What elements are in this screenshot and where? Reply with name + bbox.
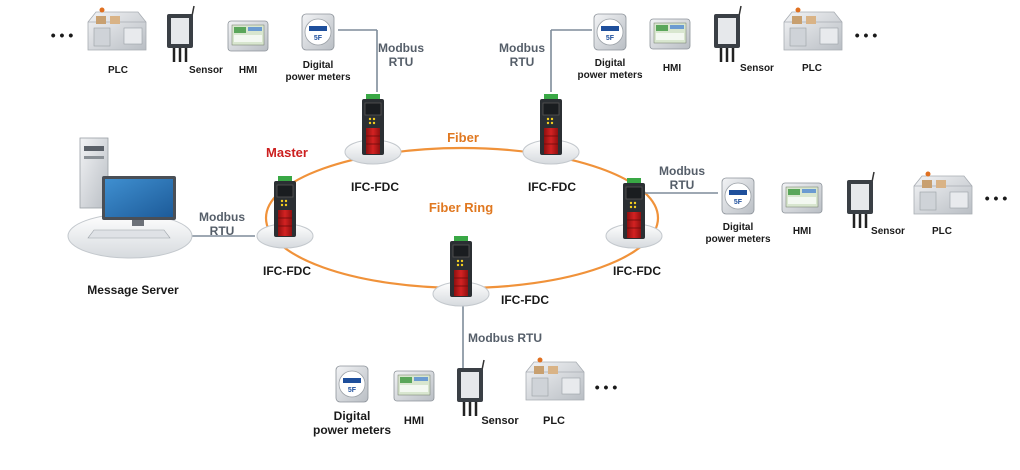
- meter-label: Digital: [334, 409, 371, 423]
- plc-label: PLC: [108, 65, 128, 76]
- ifc-device-icon: [361, 93, 385, 156]
- device-group-right: 5F Digital power meters HMI Sensor PLC •…: [705, 170, 1008, 245]
- power-meter-icon: [335, 365, 369, 403]
- fiber-ring-label: Fiber Ring: [429, 200, 493, 215]
- node-label: IFC-FDC: [501, 293, 549, 307]
- meter-display: 5F: [314, 35, 323, 42]
- server-label: Message Server: [87, 283, 179, 297]
- node-label: IFC-FDC: [263, 264, 311, 278]
- node-master: IFC-FDC: [256, 175, 314, 278]
- link-label-top-left: Modbus: [378, 41, 424, 55]
- meter-label: Digital: [303, 60, 334, 71]
- plc-label: PLC: [932, 226, 952, 237]
- link-label-top-right-2: RTU: [510, 55, 535, 69]
- fiber-label: Fiber: [447, 130, 479, 145]
- ellipsis: • • •: [51, 27, 74, 43]
- ifc-device-icon: [449, 235, 473, 298]
- link-label-top-left-2: RTU: [389, 55, 414, 69]
- node-right: IFC-FDC: [605, 177, 663, 278]
- node-top-right: IFC-FDC: [522, 93, 580, 194]
- plc-label: PLC: [543, 415, 565, 427]
- power-meter-icon: [301, 13, 335, 51]
- plc-icon: [87, 7, 147, 51]
- sensor-icon: [455, 358, 486, 418]
- ellipsis: • • •: [985, 190, 1008, 206]
- ellipsis: • • •: [595, 379, 618, 395]
- link-label-right-2: RTU: [670, 178, 695, 192]
- ifc-device-icon: [539, 93, 563, 156]
- hmi-label: HMI: [793, 226, 812, 237]
- computer-icon: [67, 137, 193, 259]
- hmi-icon: [393, 370, 435, 402]
- plc-icon: [913, 171, 973, 215]
- power-meter-icon: [721, 177, 755, 215]
- hmi-label: HMI: [239, 65, 258, 76]
- meter-label: Digital: [595, 58, 626, 69]
- meter-label-2: power meters: [705, 234, 770, 245]
- power-meter-icon: [593, 13, 627, 51]
- sensor-label: Sensor: [481, 415, 519, 427]
- plc-label: PLC: [802, 63, 822, 74]
- meter-label: Digital: [723, 222, 754, 233]
- meter-display: 5F: [606, 35, 615, 42]
- meter-label-2: power meters: [285, 72, 350, 83]
- hmi-icon: [227, 20, 269, 52]
- sensor-icon: [845, 170, 876, 230]
- meter-label-2: power meters: [577, 70, 642, 81]
- link-label-server-2: RTU: [210, 224, 235, 238]
- link-label-bottom: Modbus RTU: [468, 331, 542, 345]
- sensor-label: Sensor: [189, 65, 223, 76]
- ifc-device-icon: [622, 177, 646, 240]
- sensor-label: Sensor: [871, 226, 905, 237]
- node-label: IFC-FDC: [528, 180, 576, 194]
- sensor-icon: [712, 4, 743, 64]
- plc-icon: [525, 357, 585, 401]
- master-label: Master: [266, 145, 308, 160]
- meter-label-2: power meters: [313, 423, 391, 437]
- node-bottom: IFC-FDC: [432, 235, 549, 307]
- modbus-links: [185, 29, 718, 378]
- hmi-icon: [649, 18, 691, 50]
- hmi-label: HMI: [404, 415, 424, 427]
- ifc-device-icon: [273, 175, 297, 238]
- meter-display: 5F: [734, 199, 743, 206]
- node-label: IFC-FDC: [613, 264, 661, 278]
- ellipsis: • • •: [855, 27, 878, 43]
- link-label-right: Modbus: [659, 164, 705, 178]
- link-label-server: Modbus: [199, 210, 245, 224]
- node-top-left: IFC-FDC: [344, 93, 402, 194]
- device-group-top-left: • • • PLC Sensor HMI 5F Digital power me…: [51, 4, 351, 83]
- hmi-label: HMI: [663, 63, 682, 74]
- link-label-top-right: Modbus: [499, 41, 545, 55]
- device-group-bottom: 5F Digital power meters HMI Sensor PLC •…: [313, 357, 618, 437]
- sensor-icon: [165, 4, 196, 64]
- node-label: IFC-FDC: [351, 180, 399, 194]
- plc-icon: [783, 7, 843, 51]
- message-server: Message Server: [67, 137, 193, 297]
- meter-display: 5F: [348, 387, 357, 394]
- sensor-label: Sensor: [740, 63, 774, 74]
- hmi-icon: [781, 182, 823, 214]
- device-group-top-right: 5F Digital power meters HMI Sensor PLC •…: [577, 4, 878, 81]
